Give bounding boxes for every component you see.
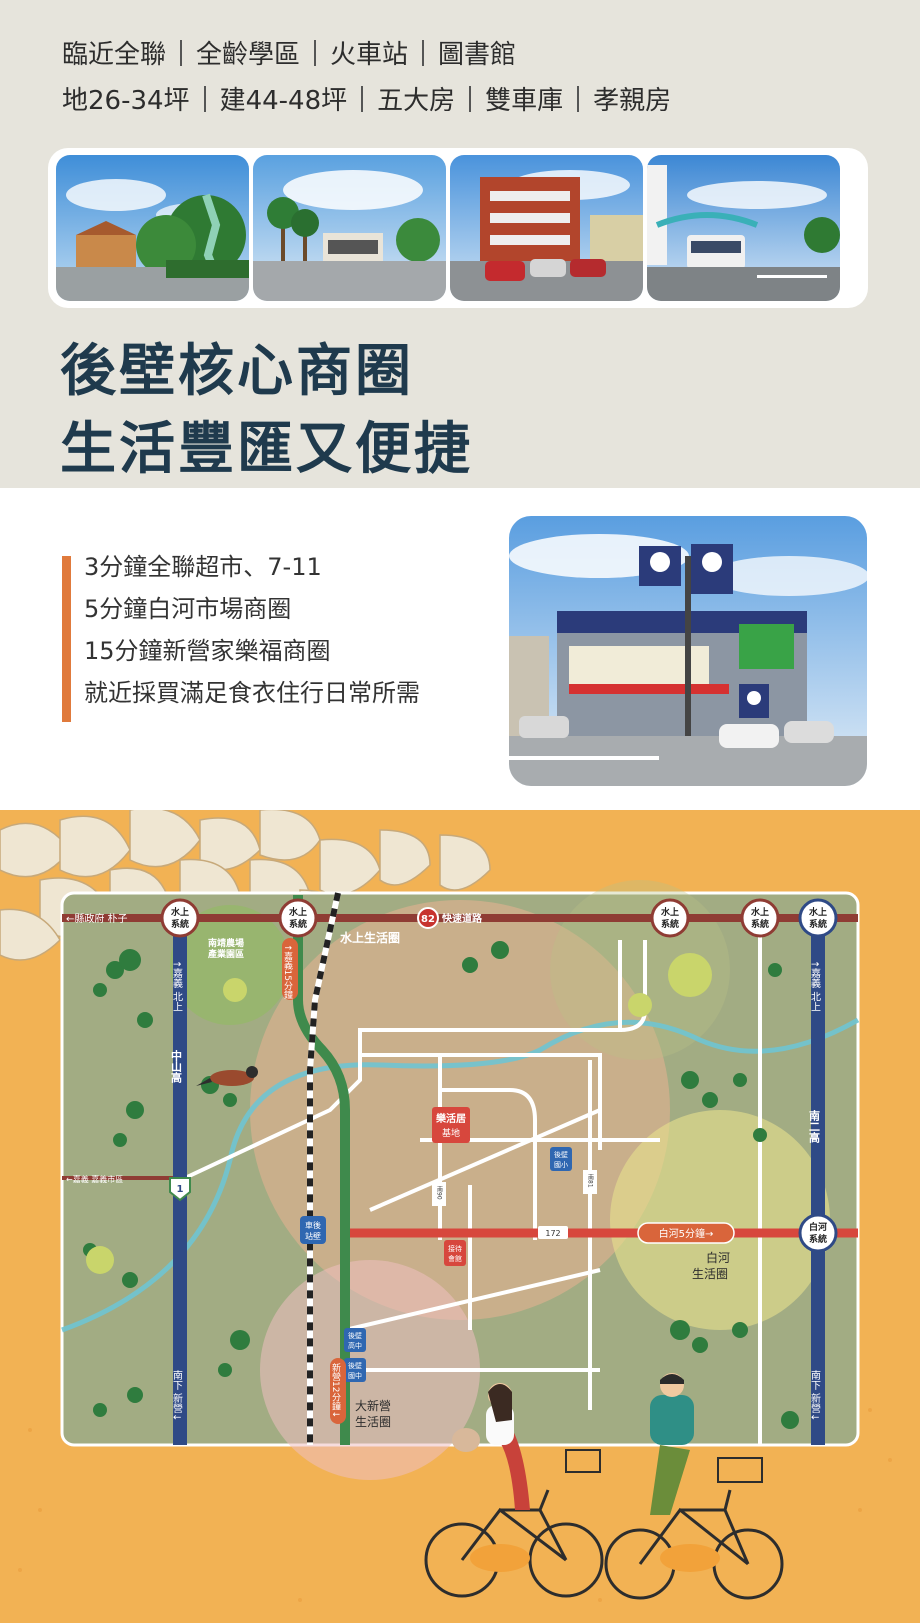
project-marker: 樂活居 基地 (432, 1107, 470, 1143)
svg-text:後壁: 後壁 (554, 1150, 568, 1159)
convenience-list: 3分鐘全聯超市、7-11 5分鐘白河市場商圈 15分鐘新營家樂福商圈 就近採買滿… (84, 546, 420, 714)
feature-chip: 全齡學區 (196, 40, 301, 70)
feature-chip: 孝親房 (593, 86, 672, 116)
svg-text:系統: 系統 (171, 918, 189, 930)
sales-office-marker: 接待 會館 (444, 1240, 466, 1266)
road-90-label: 南90 (436, 1185, 443, 1200)
shuishang-area-label: 水上生活圈 (340, 930, 400, 945)
svg-text:系統: 系統 (661, 918, 679, 930)
list-item: 3分鐘全聯超市、7-11 (84, 553, 322, 581)
zhongshan-gao-label: 中山高 (170, 1049, 183, 1084)
baihe-area-label: 白河 (706, 1250, 730, 1265)
feature-chip: 雙車庫 (485, 86, 564, 116)
svg-text:生活圈: 生活圈 (355, 1415, 391, 1429)
svg-text:產業園區: 產業園區 (207, 948, 244, 960)
xinying-12min-label: 新營12分鐘↓ (330, 1362, 341, 1418)
svg-text:82: 82 (421, 914, 435, 925)
svg-text:1: 1 (177, 1184, 184, 1195)
station-photo (647, 155, 840, 301)
svg-text:車後: 車後 (305, 1220, 321, 1230)
svg-text:國小: 國小 (554, 1160, 568, 1169)
baihe-5min-label: 白河5分鐘→ (659, 1227, 714, 1240)
school-photo (56, 155, 249, 301)
feature-chip: 五大房 (377, 86, 456, 116)
svg-text:水上: 水上 (809, 906, 827, 918)
headline-2: 生活豐匯又便捷 (60, 417, 473, 482)
svg-text:樂活居: 樂活居 (436, 1112, 466, 1125)
feature-chip: 圖書館 (438, 40, 517, 70)
feature-chip: 地26-34坪 (62, 86, 190, 116)
houbi-high-marker: 後壁 高中 (344, 1328, 366, 1352)
cyclists-illustration (424, 1373, 784, 1600)
svg-text:會館: 會館 (448, 1254, 462, 1263)
svg-text:水上: 水上 (661, 906, 679, 918)
xinying-area-label: 大新營 (355, 1398, 391, 1413)
highway-82-badge: 82 (417, 907, 439, 929)
svg-text:後壁: 後壁 (348, 1361, 362, 1370)
nan-er-north-label: ↑嘉義 北上 (809, 960, 821, 1012)
nanjing-park-label: 南靖農場 (208, 937, 244, 949)
svg-text:高中: 高中 (348, 1341, 362, 1350)
library-photo (450, 155, 643, 301)
list-item: 就近採買滿足食衣住行日常所需 (84, 679, 420, 707)
jiayi-15min-label: ↑嘉義15分鐘 (282, 944, 293, 999)
svg-text:水上: 水上 (171, 906, 189, 918)
chiayi-city-label: ←嘉義 嘉義市區 (66, 1174, 123, 1184)
road-81-label: 南81 (587, 1173, 594, 1188)
map-section: 水上 系統 水上 系統 水上 系統 水上 系統 (0, 810, 920, 1623)
supermarket-photo (509, 516, 867, 786)
header-section: 臨近全聯 全齡學區 火車站 圖書館 地26-34坪 建44-48坪 五大房 雙車… (0, 0, 920, 488)
svg-text:系統: 系統 (809, 918, 827, 930)
houbi-elementary-marker: 後壁 國小 (550, 1147, 572, 1171)
feature-line-1: 臨近全聯 全齡學區 火車站 圖書館 (62, 34, 516, 71)
zhongshan-south-label: 南下 新營↓ (171, 1369, 183, 1422)
top-road-left-label: ←縣政府 朴子 (66, 912, 128, 925)
houbi-middle-marker: 後壁 國中 (344, 1358, 366, 1382)
list-item: 5分鐘白河市場商圈 (84, 595, 292, 623)
list-item: 15分鐘新營家樂福商圈 (84, 637, 331, 665)
feature-chip: 臨近全聯 (62, 40, 167, 70)
nan-er-south-label: 南下 新營↓ (809, 1369, 821, 1422)
feature-line-2: 地26-34坪 建44-48坪 五大房 雙車庫 孝親房 (62, 80, 671, 117)
hwy1-shield: 1 (169, 1177, 191, 1202)
bird-illustration (196, 1066, 258, 1086)
headline-1: 後壁核心商圈 (60, 339, 414, 404)
svg-text:基地: 基地 (442, 1127, 460, 1139)
svg-text:接待: 接待 (448, 1244, 462, 1253)
interchange-badges: 水上 系統 水上 系統 水上 系統 水上 系統 (160, 898, 838, 1253)
svg-text:系統: 系統 (809, 1233, 827, 1245)
nan-er-gao-label: 南二高 (808, 1109, 821, 1144)
feature-chip: 建44-48坪 (219, 86, 348, 116)
houbi-station-marker: 車後 站壁 (300, 1216, 326, 1244)
svg-text:系統: 系統 (289, 918, 307, 930)
svg-text:水上: 水上 (289, 906, 307, 918)
expressway-label: 快速道路 (441, 912, 483, 925)
photo-strip (48, 148, 868, 308)
svg-text:白河: 白河 (809, 1221, 827, 1233)
svg-text:水上: 水上 (751, 906, 769, 918)
svg-text:系統: 系統 (751, 918, 769, 930)
feature-chip: 火車站 (330, 40, 409, 70)
road-172-label: 172 (545, 1229, 560, 1238)
svg-text:生活圈: 生活圈 (692, 1267, 728, 1281)
svg-text:國中: 國中 (348, 1371, 362, 1380)
campus-photo (253, 155, 446, 301)
svg-text:後壁: 後壁 (348, 1331, 362, 1340)
accent-bar (62, 556, 71, 722)
convenience-section: 3分鐘全聯超市、7-11 5分鐘白河市場商圈 15分鐘新營家樂福商圈 就近採買滿… (0, 488, 920, 810)
zhongshan-north-label: ↑嘉義 北上 (171, 960, 183, 1012)
svg-text:站壁: 站壁 (305, 1231, 321, 1241)
